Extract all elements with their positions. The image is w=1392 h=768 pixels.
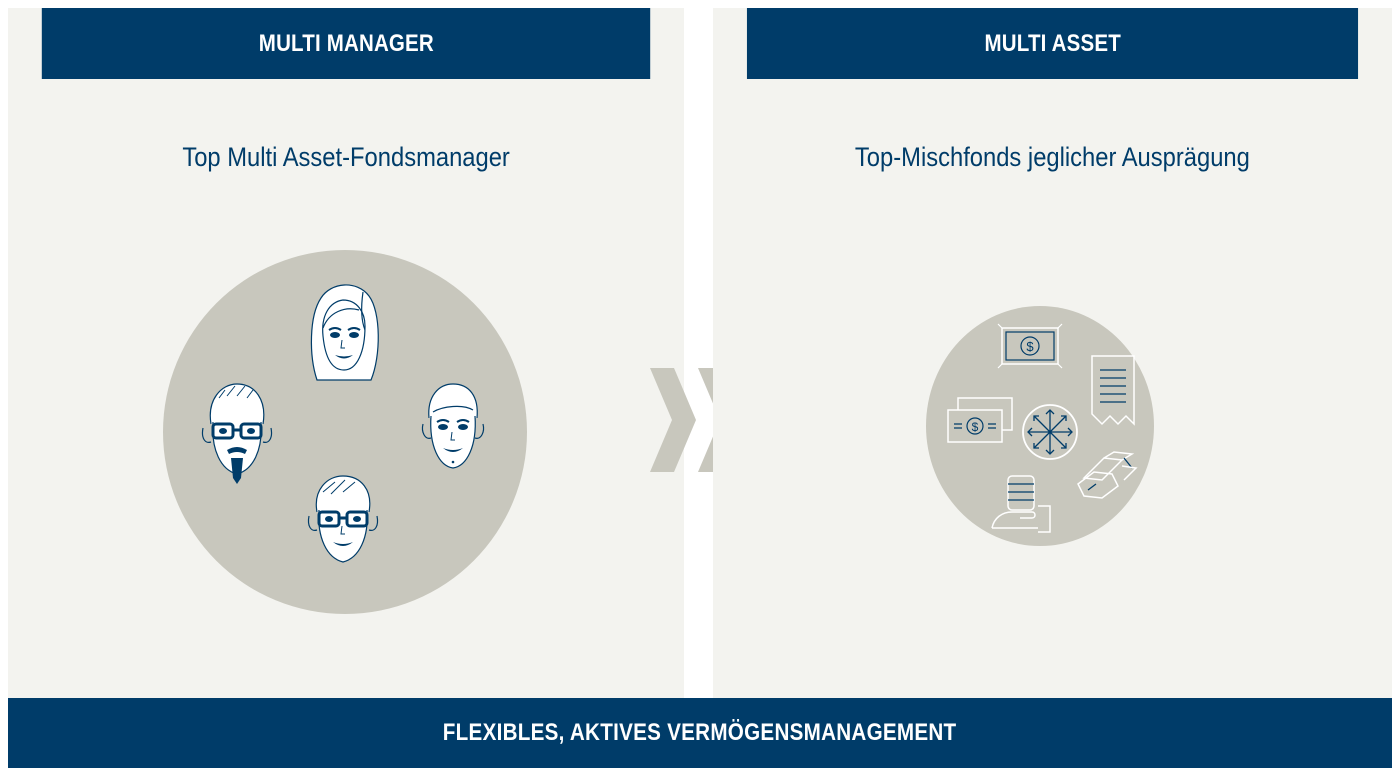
bearded-man-glasses-icon [201,383,273,484]
man-glasses-icon [307,475,379,563]
svg-text:$: $ [972,420,979,434]
multi-asset-header: MULTI ASSET [746,8,1359,79]
multi-asset-panel: MULTI ASSET Top-Mischfonds jeglicher Aus… [713,8,1392,698]
footer-text: FLEXIBLES, AKTIVES VERMÖGENSMANAGEMENT [443,719,957,746]
gold-bars-icon [1077,451,1138,499]
multi-asset-subtitle: Top-Mischfonds jeglicher Ausprägung [713,142,1392,173]
assets-circle: $ $ [926,306,1154,546]
multi-manager-subtitle-text: Top Multi Asset-Fondsmanager [182,142,510,172]
multi-manager-title: MULTI MANAGER [258,29,434,57]
footer-banner: FLEXIBLES, AKTIVES VERMÖGENSMANAGEMENT [8,698,1392,768]
multi-manager-subtitle: Top Multi Asset-Fondsmanager [8,142,684,173]
multi-asset-subtitle-text: Top-Mischfonds jeglicher Ausprägung [855,142,1250,172]
cash-icon: $ [947,397,1013,443]
diversification-arrows-icon [1022,404,1078,460]
banknote-icon: $ [997,323,1063,369]
coin-stack-hand-icon [991,475,1051,533]
managers-circle [163,250,527,614]
multi-manager-header: MULTI MANAGER [41,8,651,79]
receipt-icon [1091,355,1135,426]
svg-text:$: $ [1026,339,1034,354]
man-face-icon [421,383,485,469]
multi-manager-panel: MULTI MANAGER Top Multi Asset-Fondsmanag… [8,8,684,698]
woman-face-icon [310,284,379,381]
multi-asset-title: MULTI ASSET [984,29,1121,57]
